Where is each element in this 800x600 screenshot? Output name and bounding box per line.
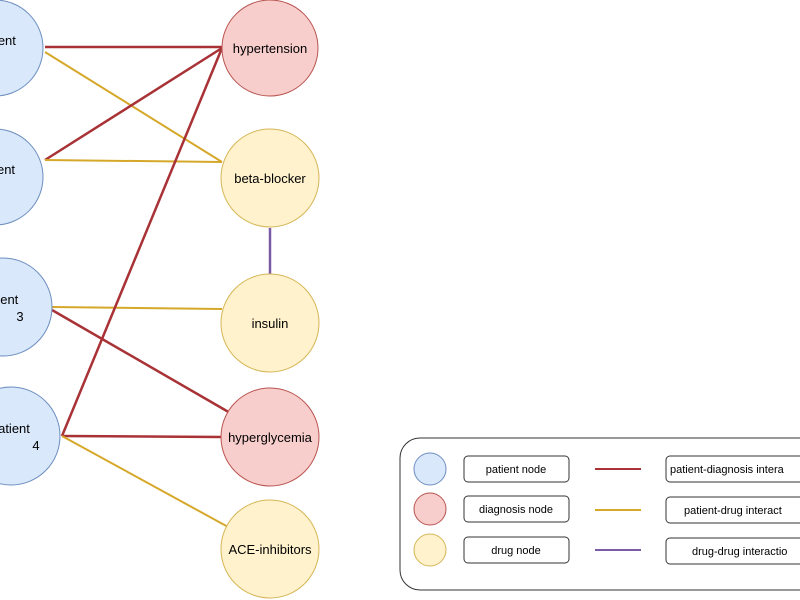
edge-patient1-beta-blocker	[44, 51, 223, 163]
patient-node-2-label: ent	[0, 162, 15, 177]
patient-node-3-line1: tient	[0, 292, 19, 307]
edge-patient2-beta-blocker	[44, 159, 223, 163]
patient-node-4-line2: 4	[32, 438, 39, 453]
patient-node-3-circle	[0, 257, 53, 357]
patient-node-3-line2: 3	[16, 309, 23, 324]
legend-patient-box	[463, 455, 570, 483]
patient-node-3: tient 3	[0, 257, 53, 357]
edge-patient3-insulin	[51, 306, 223, 310]
legend-patient-diagnosis-box	[665, 455, 800, 483]
edge-patient4-ace-inhibitors	[61, 435, 231, 529]
legend-patient-label: patient node	[486, 464, 547, 476]
legend-patient-drug-box	[665, 496, 800, 524]
legend-diagnosis-box	[463, 495, 570, 523]
edges-layer	[44, 45, 272, 529]
drug-node-ace-inhibitors-label: ACE-inhibitors	[228, 542, 312, 557]
patient-node-4-line1: atient	[0, 421, 30, 436]
drug-node-ace-inhibitors: ACE-inhibitors	[220, 499, 320, 599]
diagnosis-node-hypertension: hypertension	[221, 0, 319, 97]
diagnosis-node-hypertension-label: hypertension	[233, 41, 307, 56]
diagnosis-node-hyperglycemia: hyperglycemia	[220, 387, 320, 487]
patient-node-1-label: atient	[0, 33, 16, 48]
patient-node-4-circle	[0, 386, 61, 486]
drug-node-insulin-circle	[220, 273, 320, 373]
patient-node-1: atient	[0, 0, 44, 97]
drug-node-beta-blocker-circle	[220, 128, 320, 228]
legend-patient-diagnosis-label: patient-diagnosis intera	[670, 464, 785, 476]
legend-patient-swatch	[413, 452, 447, 486]
drug-node-beta-blocker: beta-blocker	[220, 128, 320, 228]
legend-drug-swatch	[413, 533, 447, 567]
diagnosis-node-hyperglycemia-label: hyperglycemia	[228, 430, 313, 445]
legend-diagnosis-swatch	[413, 492, 447, 526]
legend: patient node diagnosis node drug node pa…	[399, 437, 800, 591]
drug-node-insulin-label: insulin	[252, 316, 289, 331]
drug-node-insulin: insulin	[220, 273, 320, 373]
edge-patient2-hypertension	[44, 46, 223, 162]
legend-diagnosis-label: diagnosis node	[479, 504, 553, 516]
edge-patient3-hyperglycemia	[51, 308, 233, 416]
legend-drug-drug-label: drug-drug interactio	[692, 546, 787, 558]
patient-node-2-circle	[0, 128, 44, 226]
drug-node-beta-blocker-label: beta-blocker	[234, 171, 306, 186]
edge-patient4-hyperglycemia	[61, 434, 223, 439]
legend-drug-drug-box	[665, 537, 800, 565]
diagnosis-node-hyperglycemia-circle	[220, 387, 320, 487]
legend-drug-label: drug node	[491, 545, 541, 557]
legend-drug-box	[463, 536, 570, 564]
legend-patient-drug-label: patient-drug interact	[684, 505, 782, 517]
patient-node-1-circle	[0, 0, 44, 97]
edge-patient4-hypertension	[60, 47, 224, 437]
patient-node-2: ent	[0, 128, 44, 226]
diagnosis-node-hypertension-circle	[221, 0, 319, 97]
patient-node-4: atient 4	[0, 386, 61, 486]
drug-node-ace-inhibitors-circle	[220, 499, 320, 599]
